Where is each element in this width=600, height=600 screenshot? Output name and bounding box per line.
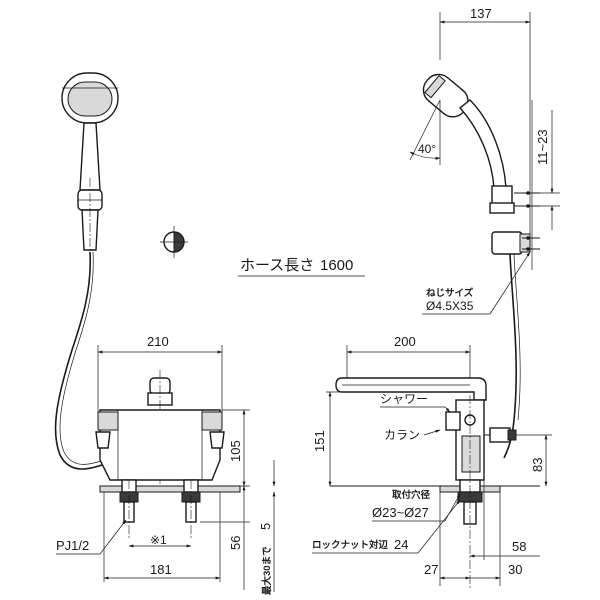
screw-size-value: Ø4.5X35 <box>426 299 474 313</box>
center-mark-symbol <box>160 226 188 258</box>
hand-shower-front-view <box>54 72 119 470</box>
screw-size-title: ねじサイズ <box>426 287 474 299</box>
faucet-side-view: 200 151 83 シャワー カラン <box>312 334 552 590</box>
dim-30: 30 <box>508 562 522 577</box>
locknut-value: 24 <box>394 537 408 552</box>
dim-56: 56 <box>228 536 243 550</box>
hose-length-text: ホース長さ <box>240 257 314 274</box>
locknut-title: ロックナット対辺 <box>312 539 389 551</box>
shower-label: シャワー <box>380 392 428 406</box>
mount-hole-value: Ø23~Ø27 <box>372 505 429 520</box>
faucet-label: カラン <box>384 428 420 442</box>
dim-151: 151 <box>312 430 327 452</box>
angle-40: 40° <box>418 142 436 156</box>
dim-5: 5 <box>258 523 273 530</box>
dim-58: 58 <box>512 539 526 554</box>
mount-hole-title: 取付穴径 <box>392 489 431 501</box>
max-thickness: 最大30まで <box>261 546 273 595</box>
dim-27: 27 <box>424 562 438 577</box>
dim-83: 83 <box>530 458 545 472</box>
dim-181: 181 <box>150 562 172 577</box>
hose-length-value: 1600 <box>320 257 353 274</box>
dim-105: 105 <box>228 440 243 462</box>
shower-side-view: 137 40° 11~23 <box>409 6 560 459</box>
dim-137: 137 <box>470 6 492 21</box>
thread-label: PJ1/2 <box>56 538 89 553</box>
note-mark: ※1 <box>150 533 167 547</box>
dim-200: 200 <box>394 334 416 349</box>
faucet-front-view: 210 105 56 <box>56 334 276 595</box>
dim-11-23: 11~23 <box>535 129 550 165</box>
dim-210: 210 <box>147 334 169 349</box>
hose-length-label: ホース長さ 1600 <box>238 257 365 277</box>
